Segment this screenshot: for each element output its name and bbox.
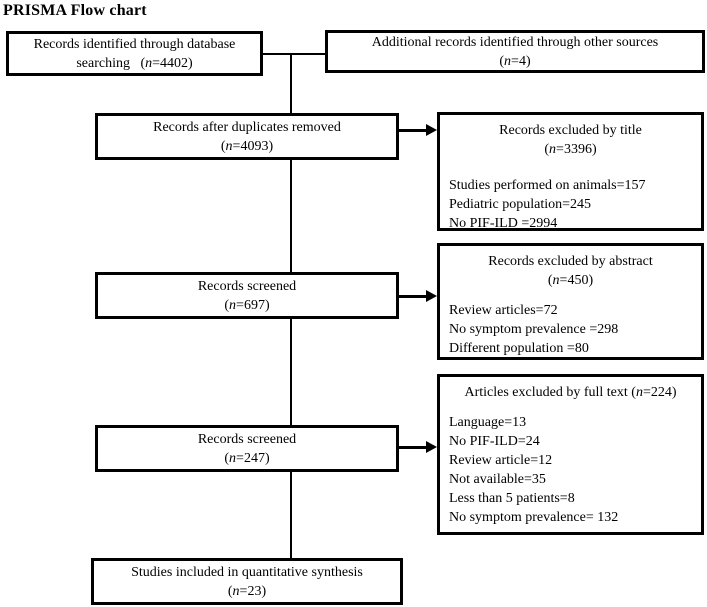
exclusion-reasons: Language=13 No PIF-ILD=24 Review article… — [449, 413, 692, 527]
count-post: =224) — [642, 385, 677, 400]
box-text-line: Studies included in quantitative synthes… — [131, 564, 363, 580]
count-n: n — [504, 53, 512, 69]
box-excluded-by-abstract: Records excluded by abstract (n=450) Rev… — [437, 243, 704, 360]
count-pre: Articles excluded by full text ( — [464, 385, 636, 400]
page-title: PRISMA Flow chart — [3, 2, 147, 19]
count-post: =23) — [239, 583, 267, 599]
arrow-to-excluded-title-shaft — [399, 129, 427, 132]
box-count-line: (n=247) — [224, 449, 269, 468]
box-text-line: Records after duplicates removed — [153, 119, 341, 135]
exclusion-reasons: Studies performed on animals=157 Pediatr… — [449, 176, 692, 233]
box-after-duplicates: Records after duplicates removed (n=4093… — [95, 113, 399, 160]
box-count-line: (n=4093) — [221, 137, 273, 156]
reason-item: No symptom prevalence =298 — [449, 322, 619, 337]
box-count-line: (n=4) — [499, 52, 530, 71]
count-n: n — [145, 55, 153, 71]
box-count-line: searching (n=4402) — [76, 54, 192, 73]
count-n: n — [232, 583, 240, 599]
reason-item: No symptom prevalence= 132 — [449, 510, 619, 525]
count-post: =4) — [511, 53, 531, 69]
count-pre: searching ( — [76, 55, 146, 71]
box-additional-records: Additional records identified through ot… — [325, 30, 705, 73]
box-records-screened-697: Records screened (n=697) — [95, 272, 399, 319]
arrow-to-excluded-title-head — [426, 124, 437, 136]
count-n: n — [549, 142, 557, 157]
count-pre: ( — [224, 450, 230, 466]
box-count-line: (n=697) — [224, 296, 269, 315]
panel-header: Articles excluded by full text (n=224) — [449, 383, 692, 402]
count-pre: ( — [227, 583, 233, 599]
count-post: =247) — [236, 450, 270, 466]
count-post: =450) — [559, 273, 594, 288]
count-n: n — [552, 273, 560, 288]
connector-merge-down — [290, 53, 292, 113]
connector-screened-to-included — [290, 472, 292, 558]
arrow-to-excluded-fulltext-head — [426, 441, 437, 453]
spacer — [449, 159, 692, 176]
count-post: =3396) — [556, 142, 597, 157]
count-post: =697) — [236, 297, 270, 313]
count-pre: ( — [220, 138, 226, 154]
box-records-identified: Records identified through database sear… — [6, 31, 263, 76]
count-pre: ( — [547, 273, 553, 288]
box-studies-included: Studies included in quantitative synthes… — [91, 558, 403, 605]
arrow-to-excluded-abstract-shaft — [399, 295, 427, 298]
reason-item: Not available=35 — [449, 472, 546, 487]
count-post: =4402) — [152, 55, 193, 71]
reason-item: Pediatric population=245 — [449, 197, 592, 212]
reason-item: Review article=12 — [449, 453, 553, 468]
arrow-to-excluded-fulltext-shaft — [399, 446, 427, 449]
reason-item: Studies performed on animals=157 — [449, 178, 646, 193]
exclusion-reasons: Review articles=72 No symptom prevalence… — [449, 301, 692, 358]
box-excluded-by-title: Records excluded by title (n=3396) Studi… — [437, 112, 704, 231]
connector-merge-horizontal — [263, 53, 325, 55]
count-n: n — [229, 297, 237, 313]
connector-screened-to-screened — [290, 319, 292, 425]
spacer — [449, 402, 692, 413]
reason-item: No PIF-ILD =2994 — [449, 216, 558, 231]
reason-item: Review articles=72 — [449, 303, 558, 318]
reason-item: Less than 5 patients=8 — [449, 491, 575, 506]
count-post: =4093) — [232, 138, 274, 154]
count-pre: ( — [499, 53, 505, 69]
count-n: n — [229, 450, 237, 466]
reason-item: Different population =80 — [449, 341, 589, 356]
arrow-to-excluded-abstract-head — [426, 290, 437, 302]
connector-duplicates-to-screened — [290, 160, 292, 272]
box-count-line: (n=23) — [228, 582, 266, 601]
box-text-line: Records screened — [197, 431, 297, 447]
panel-header-count: (n=3396) — [449, 140, 692, 159]
count-pre: ( — [544, 142, 550, 157]
reason-item: Language=13 — [449, 415, 527, 430]
count-n: n — [635, 385, 643, 400]
box-text-line: Additional records identified through ot… — [371, 34, 659, 50]
panel-header: Records excluded by abstract — [488, 254, 653, 269]
panel-header: Records excluded by title — [499, 123, 642, 138]
count-pre: ( — [224, 297, 230, 313]
count-n: n — [225, 138, 233, 154]
box-excluded-by-fulltext: Articles excluded by full text (n=224) L… — [437, 374, 704, 535]
reason-item: No PIF-ILD=24 — [449, 434, 540, 449]
box-text-line: Records screened — [197, 278, 297, 294]
box-records-screened-247: Records screened (n=247) — [95, 425, 399, 472]
box-text-line: Records identified through database — [33, 36, 236, 52]
spacer — [449, 290, 692, 301]
panel-header-count: (n=450) — [449, 271, 692, 290]
